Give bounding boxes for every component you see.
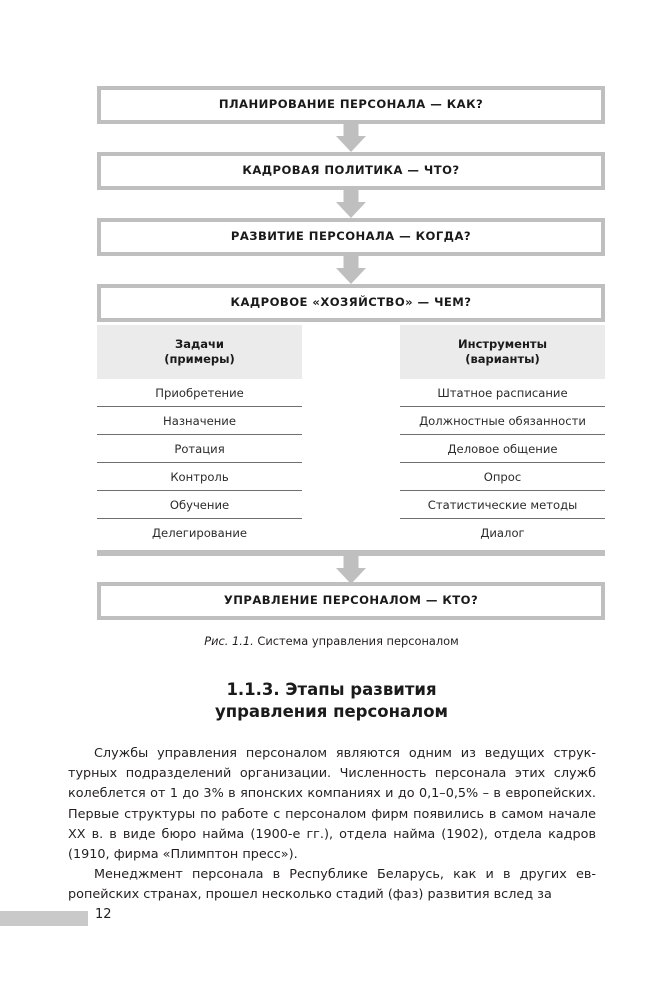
flow-box-label: РАЗВИТИЕ ПЕРСОНАЛА — КОГДА? [230,229,472,244]
list-item: Должностные обязанности [400,407,605,435]
column-header-title: Инструменты [458,336,547,351]
down-arrow-icon [97,556,605,584]
arrow-stem [343,256,359,270]
flow-box-label: КАДРОВОЕ «ХОЗЯЙСТВО» — ЧЕМ? [230,295,472,310]
flow-box-planning: ПЛАНИРОВАНИЕ ПЕРСОНАЛА — КАК? [97,86,605,124]
section-heading: 1.1.3. Этапы развития управления персона… [0,679,663,724]
column-header-subtitle: (примеры) [164,352,235,366]
column-tools: Инструменты (варианты) Штатное расписани… [400,325,605,546]
column-items-tasks: Приобретение Назначение Ротация Контроль… [97,379,302,546]
section-heading-line-1: 1.1.3. Этапы развития [226,680,437,699]
arrow-stem [343,556,359,570]
column-header-tasks: Задачи (примеры) [97,325,302,379]
footer-decorative-bar [0,911,88,926]
list-item: Делегирование [152,525,247,540]
flow-box-label: УПРАВЛЕНИЕ ПЕРСОНАЛОМ — КТО? [223,593,479,608]
figure-number: Рис. 1.1. [204,634,254,648]
arrow-head [336,268,366,284]
figure-caption-text: Система управления персоналом [253,634,459,648]
section-heading-line-2: управления персоналом [214,702,449,722]
arrow-head [336,202,366,218]
tasks-tools-columns: Задачи (примеры) Приобретение Назначение… [97,322,605,546]
flow-box-personnel-policy: КАДРОВАЯ ПОЛИТИКА — ЧТО? [97,152,605,190]
column-tasks: Задачи (примеры) Приобретение Назначение… [97,325,302,546]
column-header-title: Задачи [175,336,224,351]
arrow-stem [343,190,359,204]
flow-box-personnel-management: УПРАВЛЕНИЕ ПЕРСОНАЛОМ — КТО? [97,582,605,620]
list-item: Диалог [480,525,525,540]
list-item: Назначение [97,407,302,435]
list-item: Обучение [97,491,302,519]
arrow-head [336,136,366,152]
flow-box-label: КАДРОВАЯ ПОЛИТИКА — ЧТО? [242,163,460,178]
paragraph: Менеджмент персонала в Республике Белару… [68,867,596,903]
list-item: Штатное расписание [400,379,605,407]
list-item: Опрос [400,463,605,491]
down-arrow-icon [97,124,605,152]
list-item: Контроль [97,463,302,491]
column-header-subtitle: (варианты) [465,352,540,366]
columns-connector-bar [97,550,605,556]
paragraph: Службы управления персоналом являются од… [68,746,601,863]
list-item: Деловое общение [400,435,605,463]
down-arrow-icon [97,190,605,218]
figure-caption: Рис. 1.1. Система управления персоналом [0,634,663,648]
down-arrow-icon [97,256,605,284]
column-items-tools: Штатное расписание Должностные обязаннос… [400,379,605,546]
process-flow-diagram: ПЛАНИРОВАНИЕ ПЕРСОНАЛА — КАК? КАДРОВАЯ П… [97,86,605,620]
flow-box-development: РАЗВИТИЕ ПЕРСОНАЛА — КОГДА? [97,218,605,256]
body-text: Службы управления персоналом являются од… [68,744,596,906]
list-item: Ротация [97,435,302,463]
arrow-stem [343,124,359,138]
flow-box-label: ПЛАНИРОВАНИЕ ПЕРСОНАЛА — КАК? [218,97,484,112]
column-header-tools: Инструменты (варианты) [400,325,605,379]
page-number: 12 [95,907,112,922]
list-item: Приобретение [97,379,302,407]
list-item: Статистические методы [400,491,605,519]
flow-box-personnel-assets: КАДРОВОЕ «ХОЗЯЙСТВО» — ЧЕМ? [97,284,605,322]
arrow-head [336,568,366,584]
